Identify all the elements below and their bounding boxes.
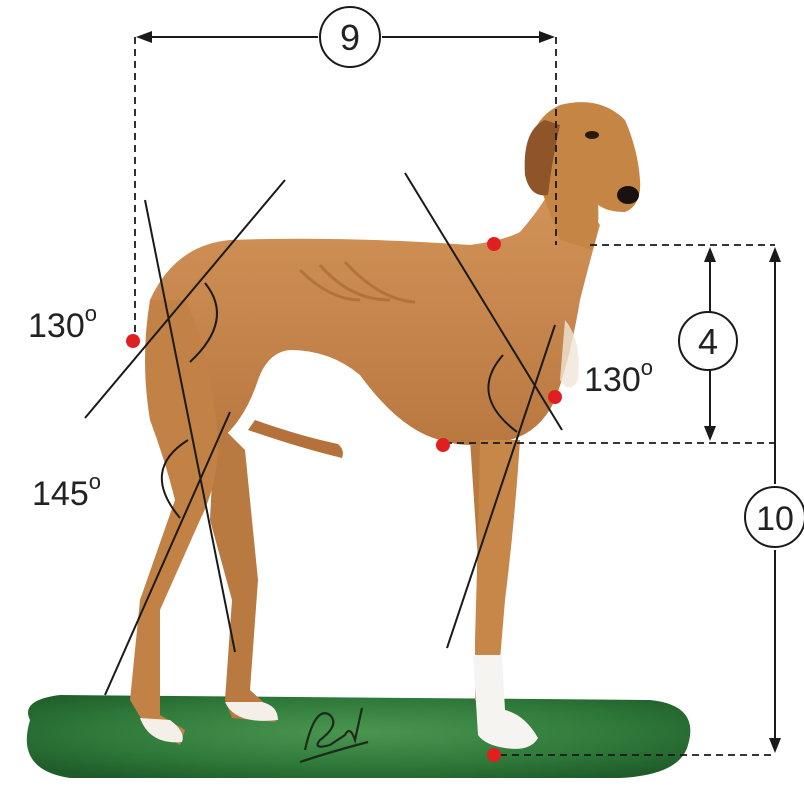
dog-figure (130, 102, 640, 749)
dog-tail (248, 420, 343, 458)
grass-ground (27, 695, 691, 778)
dog-eye (585, 131, 599, 139)
shoulder-angle-label: 130o (584, 355, 653, 399)
point-ground (487, 748, 501, 762)
point-shoulder (548, 390, 562, 404)
height-ratio-label: 10 (756, 500, 794, 538)
dog-torso (147, 170, 600, 445)
point-buttock (126, 334, 140, 348)
length-ratio-label: 9 (340, 17, 360, 58)
hind-leg-near (130, 300, 218, 745)
dog-nose (617, 186, 639, 204)
hip-angle-label: 130o (28, 301, 97, 345)
hind-leg-far (210, 420, 276, 722)
chest-depth-ratio-label: 4 (698, 321, 718, 362)
point-withers (487, 237, 501, 251)
stifle-angle-label: 145o (32, 469, 101, 513)
point-brisket (436, 438, 450, 452)
